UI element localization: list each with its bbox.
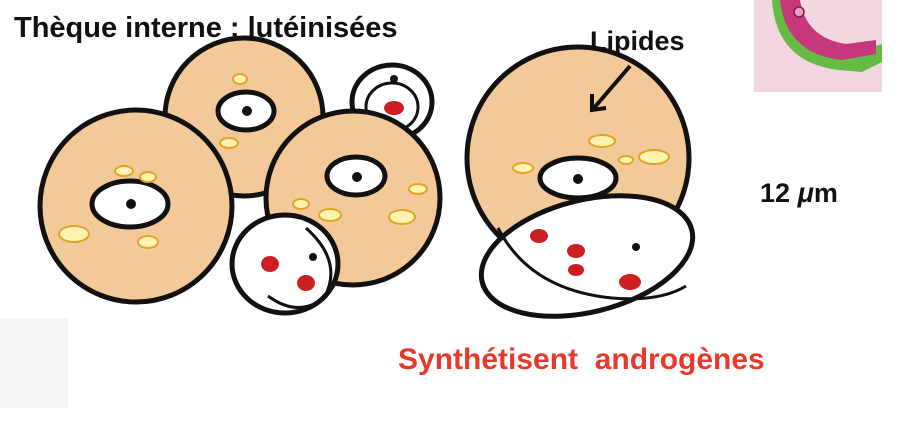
scale-mu: μ — [797, 178, 814, 208]
caption: Synthétisent androgènes — [398, 343, 765, 376]
luteinized-cell-2 — [37, 107, 235, 305]
follicle-thumbnail — [754, 0, 882, 92]
granule-cell-3 — [478, 193, 696, 319]
lipides-label: Lipides — [590, 26, 685, 56]
page-title: Thèque interne : lutéinisées — [14, 12, 398, 44]
granule-cell-2 — [229, 212, 341, 316]
grey-patch-left — [0, 318, 68, 408]
scale-value: 12 — [760, 178, 791, 208]
lipides-arrow — [590, 64, 632, 113]
scale-m: m — [813, 178, 838, 208]
scale-label: 12 μm — [760, 178, 838, 209]
